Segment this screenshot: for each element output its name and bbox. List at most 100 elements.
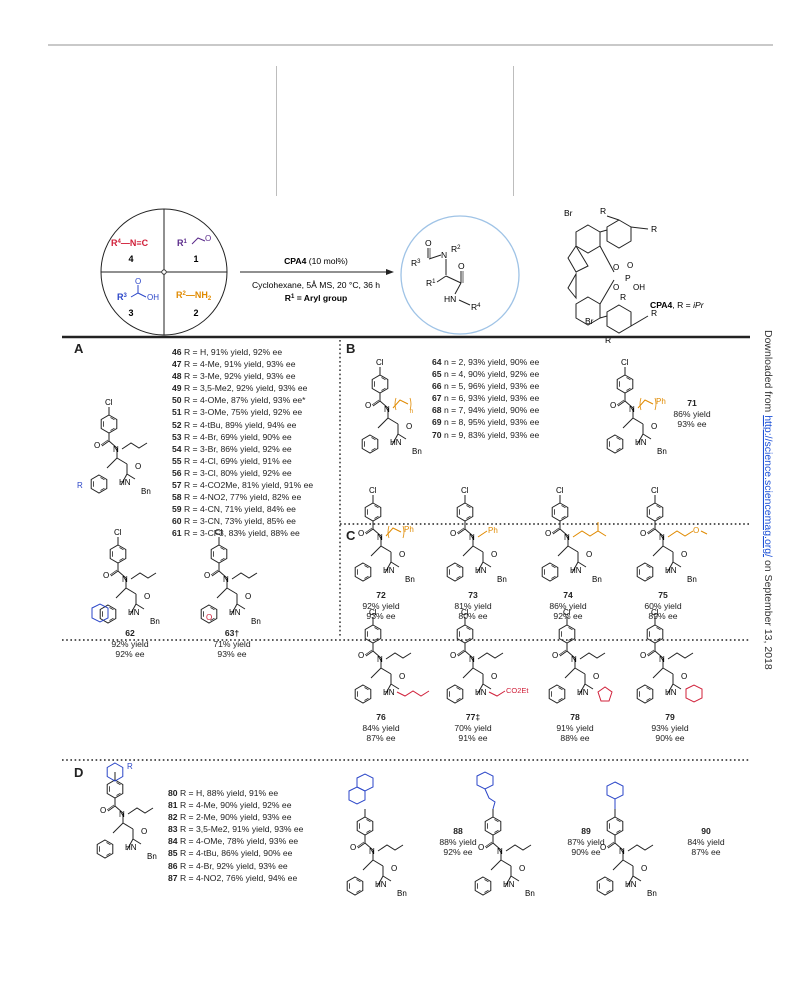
svg-text:Br: Br [585,316,594,326]
svg-text:HN: HN [665,566,677,575]
svg-text:Bn: Bn [497,575,507,584]
svg-text:HN: HN [475,566,487,575]
svg-text:O: O [641,864,647,873]
svg-text:R4: R4 [471,302,481,312]
svg-text:HN: HN [125,843,137,852]
svg-text:O: O [206,613,212,622]
entry-69: 69 n = 8, 95% yield, 93% ee [432,417,540,428]
svg-text:O: O [593,672,599,681]
svg-text:HN: HN [577,688,589,697]
svg-text:Bn: Bn [525,889,535,898]
svg-text:P: P [625,273,631,283]
entry-84: 84 R = 4-OMe, 78% yield, 93% ee [168,836,299,847]
entry-48: 48 R = 3-Me, 92% yield, 93% ee [172,371,296,382]
svg-text:O: O [450,529,456,538]
svg-text:Br: Br [564,208,573,218]
svg-text:N: N [369,847,375,856]
entry-51: 51 R = 3-OMe, 75% yield, 92% ee [172,407,303,418]
svg-text:O: O [358,651,364,660]
svg-text:HN: HN [570,566,582,575]
entry-67: 67 n = 6, 93% yield, 93% ee [432,393,540,404]
panel-letter-b: B [346,341,356,356]
svg-text:OH: OH [633,283,645,292]
svg-text:N: N [659,655,665,664]
entry-66: 66 n = 5, 96% yield, 93% ee [432,381,540,392]
svg-text:R1: R1 [426,278,436,288]
svg-text:Cl: Cl [651,608,659,617]
svg-text:N: N [122,575,128,584]
svg-text:N: N [377,655,383,664]
svg-text:HN: HN [503,880,515,889]
svg-text:O: O [491,550,497,559]
wheel-r4: R [111,238,118,248]
download-note: Downloaded from http://science.sciencema… [762,330,774,670]
svg-text:O: O [610,401,616,410]
svg-text:R: R [77,481,83,490]
svg-text:O: O [100,806,106,815]
svg-text:HN: HN [229,608,241,617]
svg-text:HN: HN [375,880,387,889]
entry-55: 55 R = 4-Cl, 69% yield, 91% ee [172,455,292,466]
svg-text:HN: HN [475,688,487,697]
header-divider-left [276,66,277,196]
svg-text:O: O [613,263,619,272]
svg-text:O: O [651,422,657,431]
svg-text:O: O [640,529,646,538]
entry-60: 60 R = 3-CN, 73% yield, 85% ee [172,516,296,527]
svg-text:n: n [410,409,413,415]
svg-text:O: O [693,526,699,535]
svg-text:Ph: Ph [656,397,666,406]
catalyst-loading: CPA4 (10 mol%) [284,256,348,266]
svg-text:HN: HN [635,438,647,447]
svg-text:Cl: Cl [651,486,659,495]
svg-text:O: O [613,283,619,292]
svg-text:O: O [478,843,484,852]
wheel-num-4: 4 [128,254,133,264]
svg-text:Cl: Cl [621,358,629,367]
svg-text:O: O [450,651,456,660]
compound-74-caption: 74 86% yield 92% ee [549,590,587,621]
entry-53: 53 R = 4-Br, 69% yield, 90% ee [172,431,292,442]
svg-text:O: O [458,261,465,271]
svg-text:N: N [223,575,229,584]
entry-64: 64 n = 2, 93% yield, 90% ee [432,357,540,367]
compound-62-caption: 62 92% yield 92% ee [111,628,149,659]
svg-text:Ph: Ph [404,525,414,534]
svg-text:R: R [651,224,657,234]
entry-86: 86 R = 4-Br, 92% yield, 93% ee [168,860,288,871]
svg-text:Bn: Bn [647,889,657,898]
svg-text:Bn: Bn [687,575,697,584]
entry-59: 59 R = 4-CN, 71% yield, 84% ee [172,504,296,515]
entry-65: 65 n = 4, 90% yield, 92% ee [432,369,540,380]
entry-61: 61 R = 3-CF3, 83% yield, 88% ee [172,528,300,539]
compound-88-caption: 88 88% yield 92% ee [439,826,477,857]
entry-85: 85 R = 4-tBu, 86% yield, 90% ee [168,848,293,859]
svg-text:Bn: Bn [412,447,422,456]
svg-text:Cl: Cl [105,398,113,407]
svg-text:O: O [135,462,141,471]
svg-text:O: O [600,843,606,852]
svg-text:HN: HN [625,880,637,889]
compound-78-caption: 78 91% yield 88% ee [556,712,594,743]
svg-text:Cl: Cl [461,608,469,617]
svg-text:Bn: Bn [141,487,151,496]
compound-79-caption: 79 93% yield 90% ee [651,712,689,743]
compound-76-caption: 76 84% yield 87% ee [362,712,400,743]
svg-text:HN: HN [383,566,395,575]
panel-b-entry-list: 64 n = 2, 93% yield, 90% ee 65 n = 4, 90… [432,356,539,441]
svg-text:Cl: Cl [369,608,377,617]
svg-text:O: O [425,238,432,248]
svg-text:N: N [564,533,570,542]
svg-text:O: O [358,529,364,538]
svg-text:CO2Et: CO2Et [506,686,529,695]
header-rule [48,44,773,46]
cpa4-structure: Br Br O O P O OH R R R R R [564,206,657,345]
svg-text:R: R [651,308,657,318]
entry-68: 68 n = 7, 94% yield, 90% ee [432,405,540,416]
svg-text:Cl: Cl [563,608,571,617]
svg-text:N: N [497,847,503,856]
compound-71-caption: 71 86% yield 93% ee [673,398,711,429]
sciencemag-link[interactable]: http://science.sciencemag.org/ [762,415,774,557]
svg-text:R1: R1 [177,238,188,248]
